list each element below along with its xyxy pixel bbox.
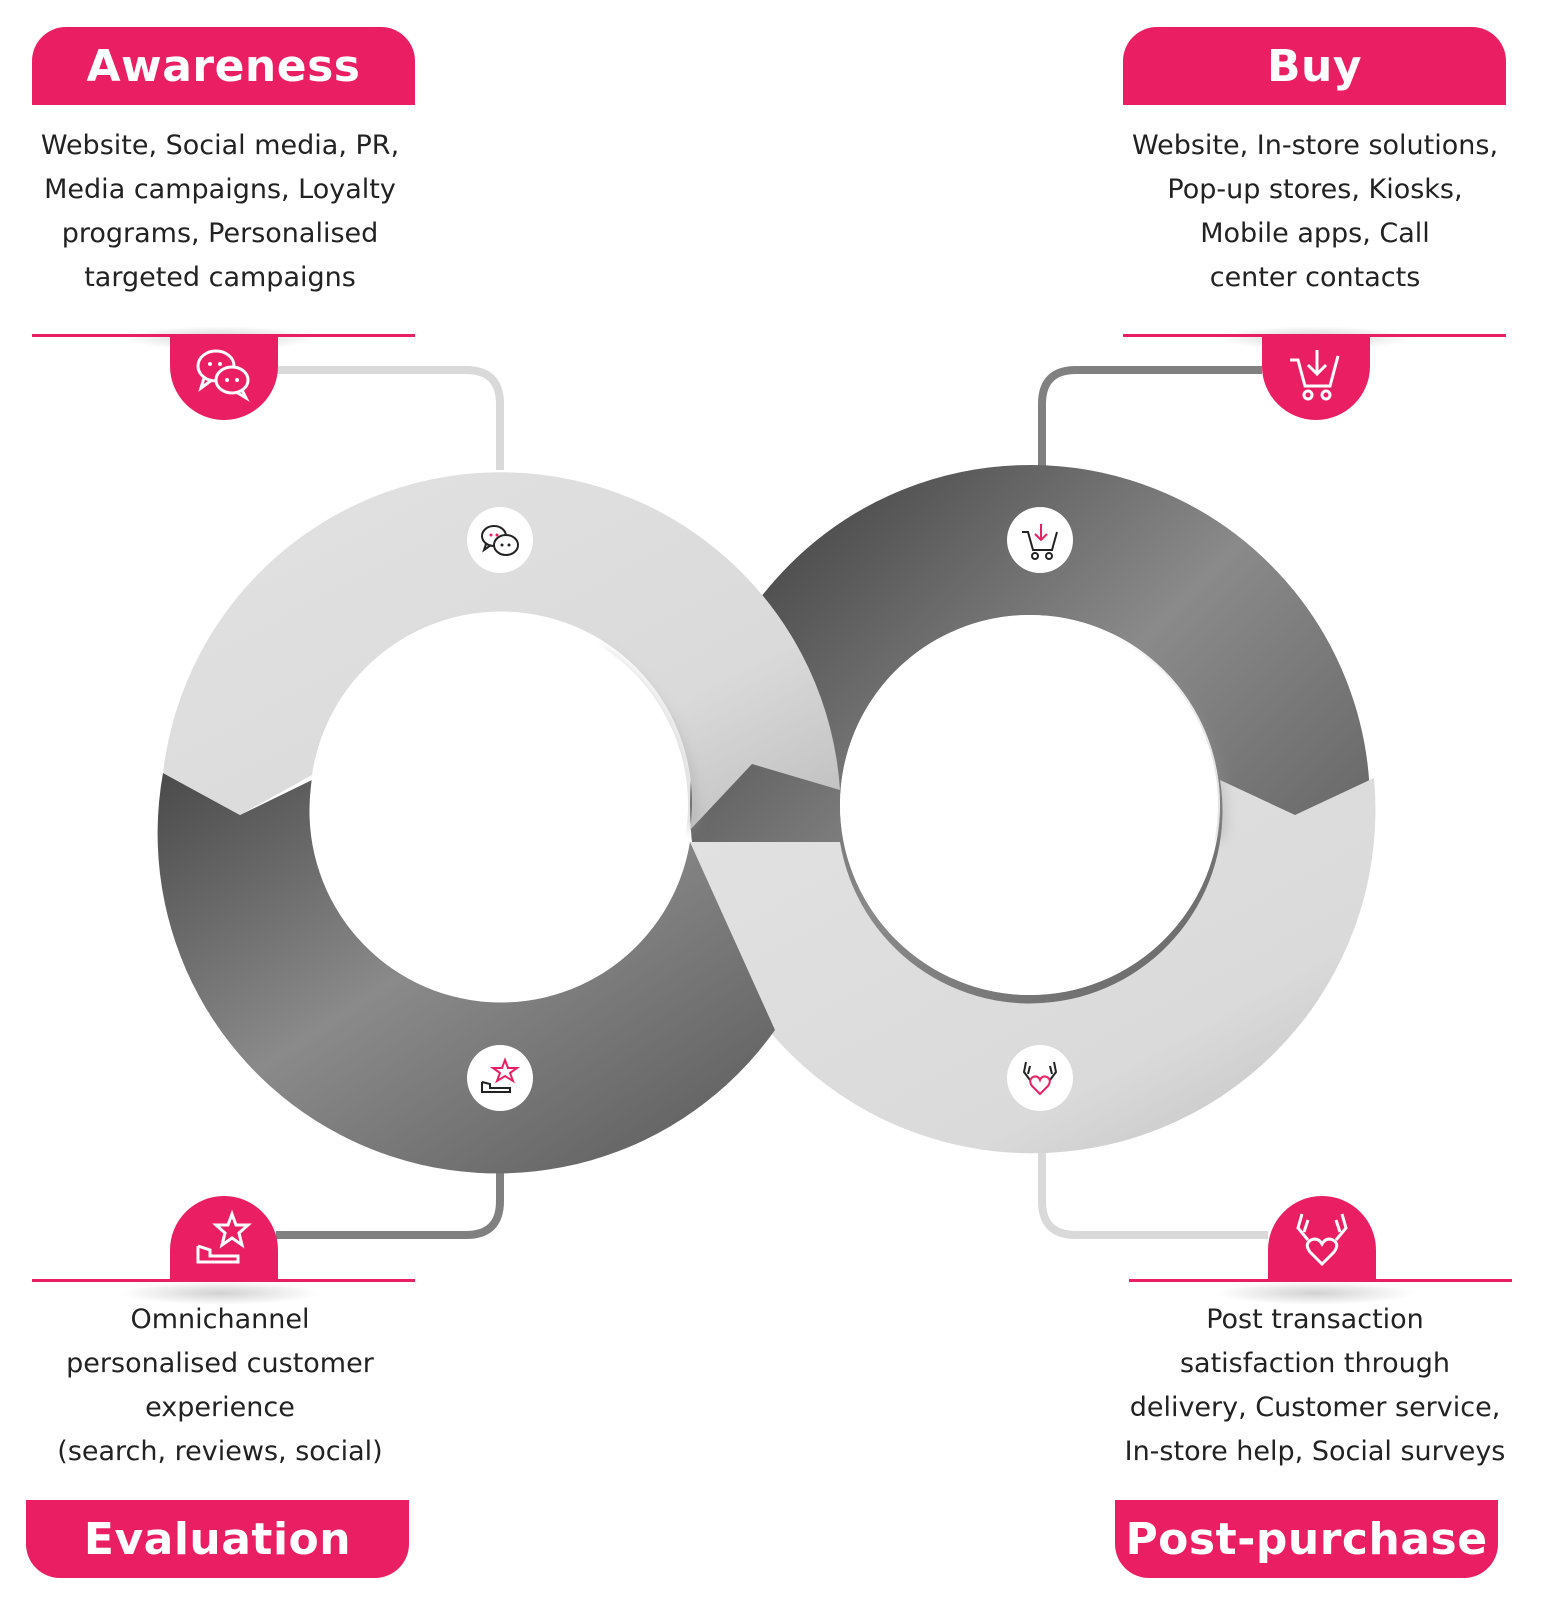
buy-rule — [1123, 334, 1506, 337]
hands-heart-icon — [1022, 1061, 1058, 1096]
cart-download-icon — [1290, 350, 1340, 401]
ring-badge-awareness — [467, 507, 533, 573]
ring-badge-post-purchase — [1007, 1045, 1073, 1111]
ring-badge-buy — [1007, 507, 1073, 573]
chat-bubbles-icon — [481, 525, 519, 556]
evaluation-rule — [32, 1279, 415, 1282]
hand-star-icon — [481, 1057, 521, 1093]
evaluation-shadow — [120, 1281, 320, 1305]
connector-evaluation — [276, 1140, 504, 1239]
connector-awareness — [270, 366, 504, 470]
post-purchase-badge — [1268, 1196, 1376, 1280]
connector-post-purchase — [1038, 1140, 1268, 1239]
chat-bubbles-icon — [196, 349, 250, 402]
buy-badge — [1262, 336, 1370, 420]
buy-description: Website, In-store solutions, Pop-up stor… — [1131, 130, 1499, 293]
left-ring — [157, 472, 840, 1174]
awareness-description: Website, Social media, PR, Media campaig… — [40, 130, 400, 293]
connector-buy — [1038, 366, 1262, 470]
hand-star-icon — [196, 1210, 252, 1264]
hands-heart-icon — [1296, 1213, 1348, 1267]
awareness-rule — [32, 334, 415, 337]
evaluation-title: Evaluation — [26, 1500, 409, 1578]
ring-badge-evaluation — [467, 1045, 533, 1111]
evaluation-description: Omnichannel personalised customer experi… — [57, 1304, 383, 1467]
post-purchase-rule — [1129, 1279, 1512, 1282]
post-purchase-description: Post transaction satisfaction through de… — [1124, 1304, 1506, 1467]
post-purchase-shadow — [1215, 1281, 1415, 1305]
awareness-badge — [170, 336, 278, 420]
evaluation-badge — [170, 1196, 278, 1280]
post-purchase-title: Post-purchase — [1115, 1500, 1498, 1578]
awareness-title: Awareness — [32, 27, 415, 105]
buy-title: Buy — [1123, 27, 1506, 105]
cart-download-icon — [1022, 524, 1058, 560]
